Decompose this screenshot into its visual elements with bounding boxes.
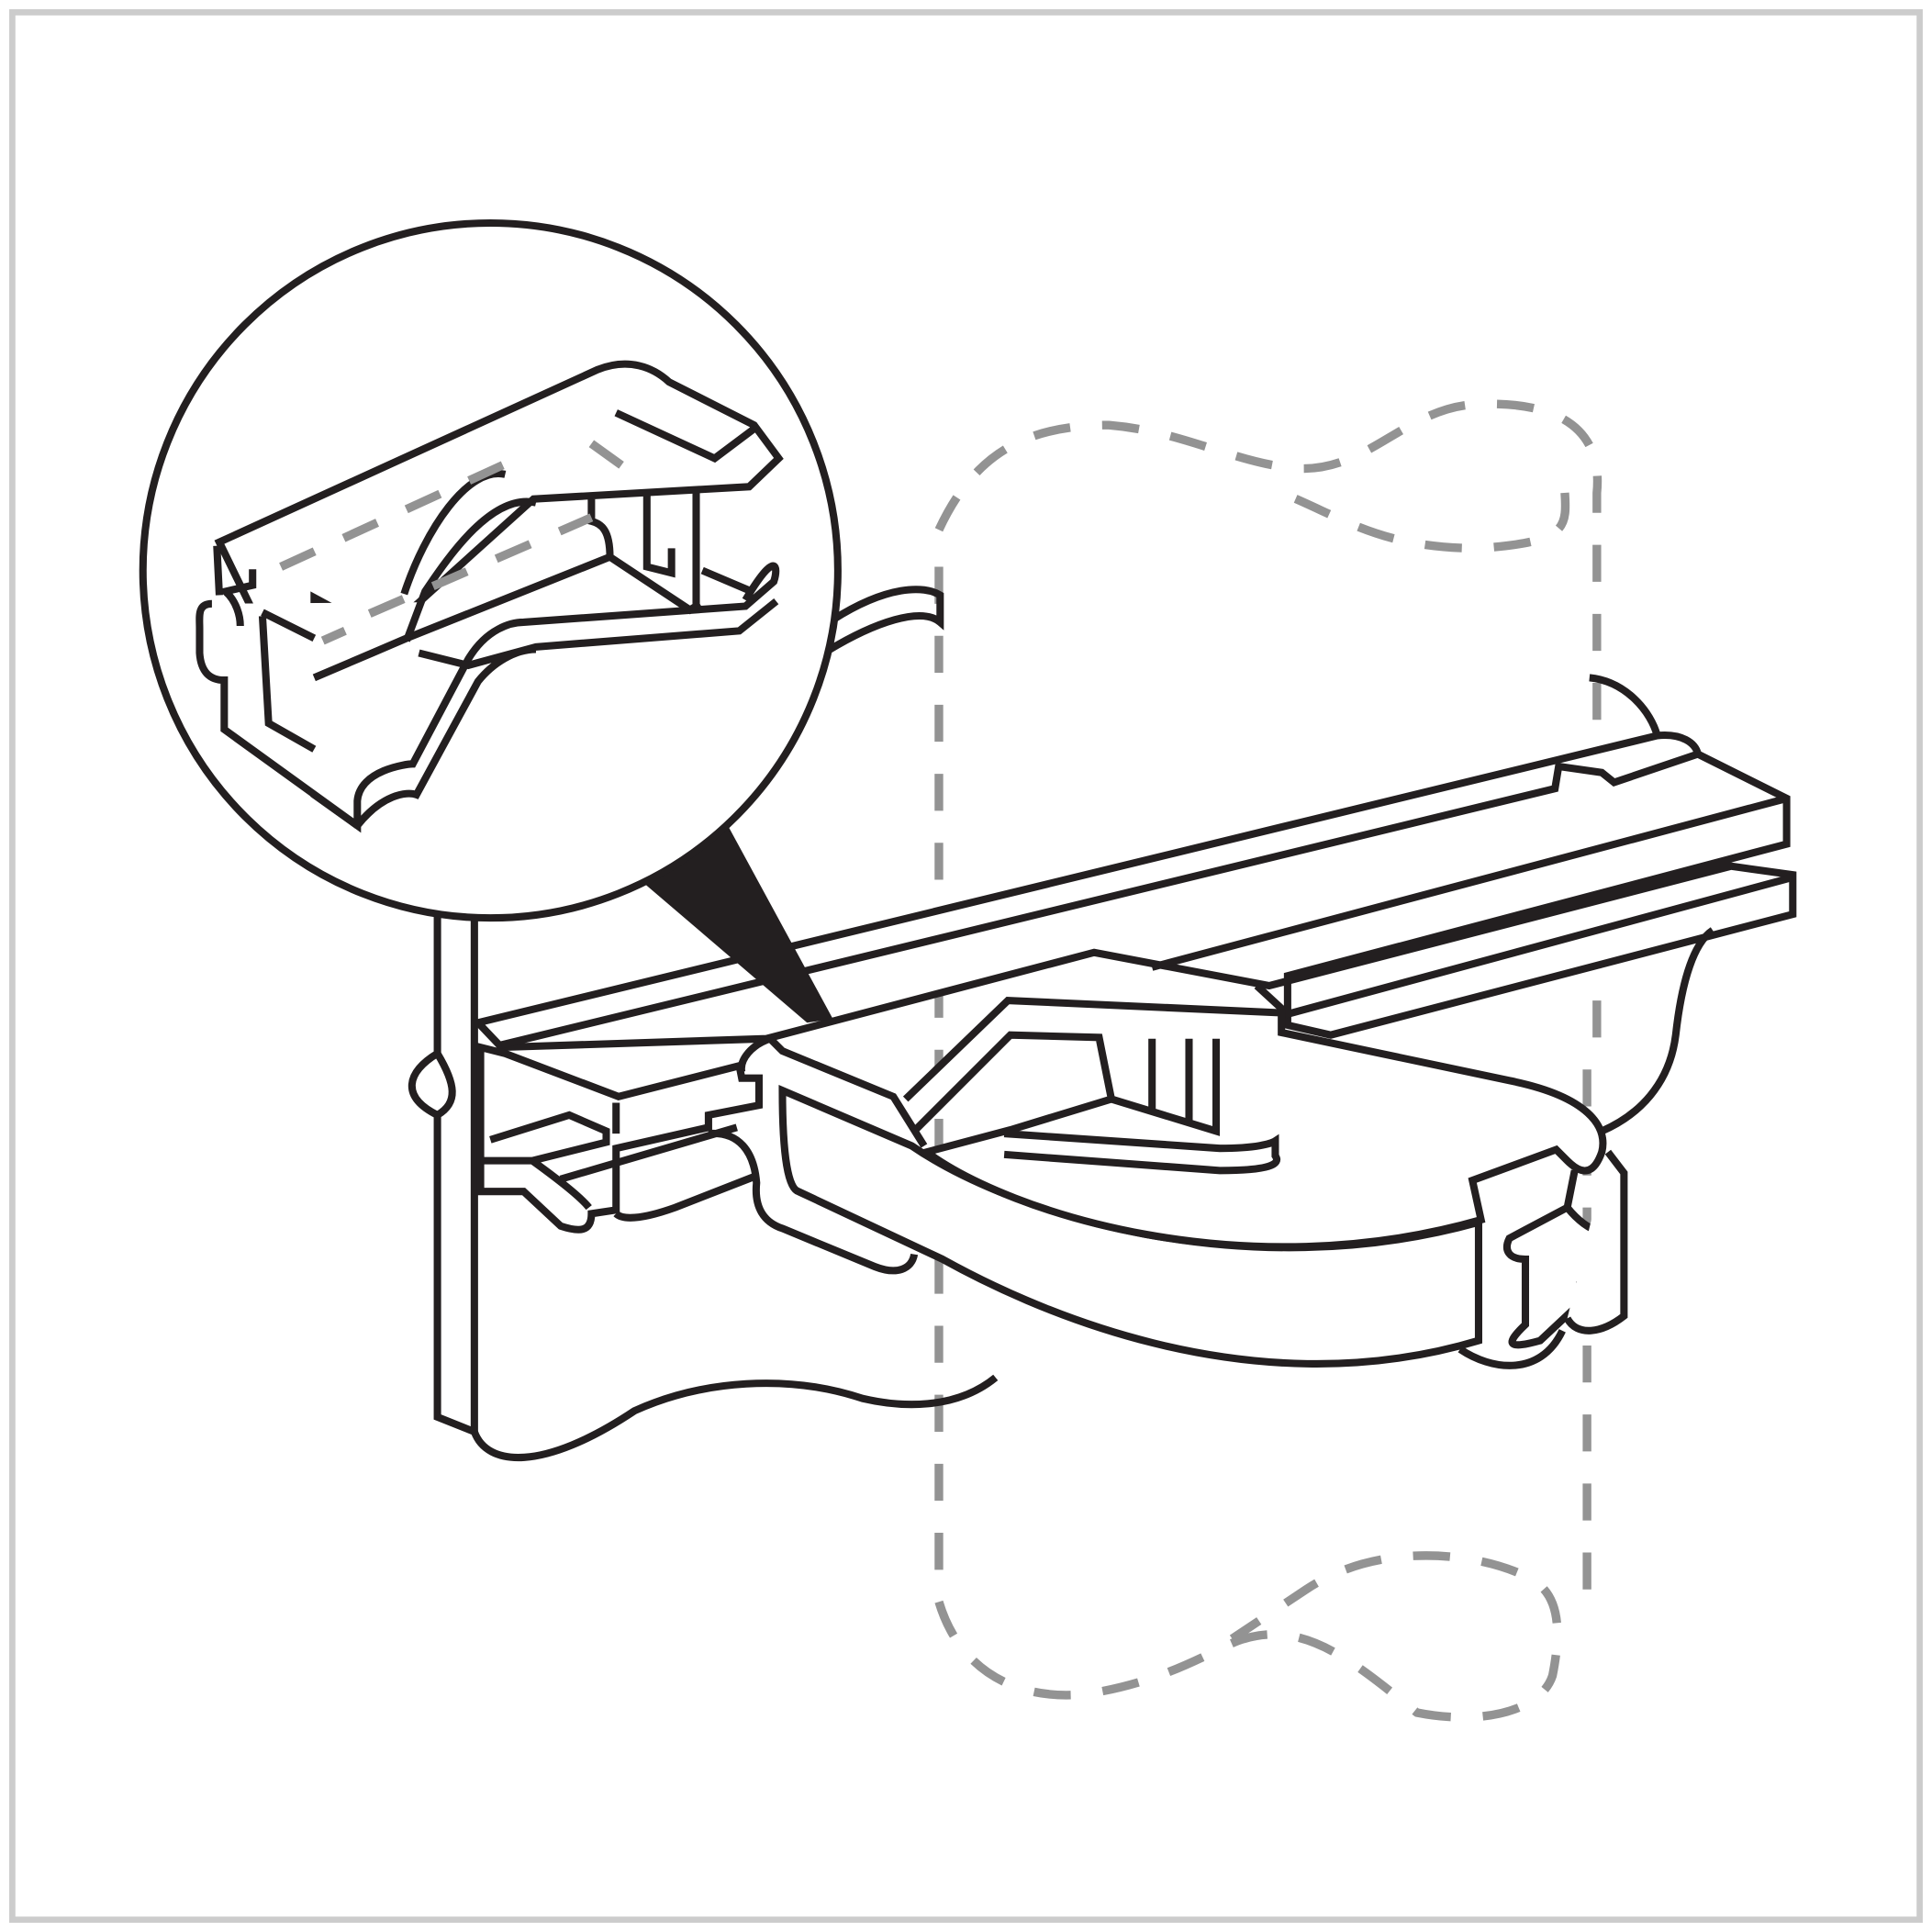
clamp [476,586,944,1234]
bracket-body [708,927,1715,1369]
rail-assembly [471,674,1797,1052]
magnifier-callout-icon [139,218,842,1023]
vertical-post [408,908,999,1462]
